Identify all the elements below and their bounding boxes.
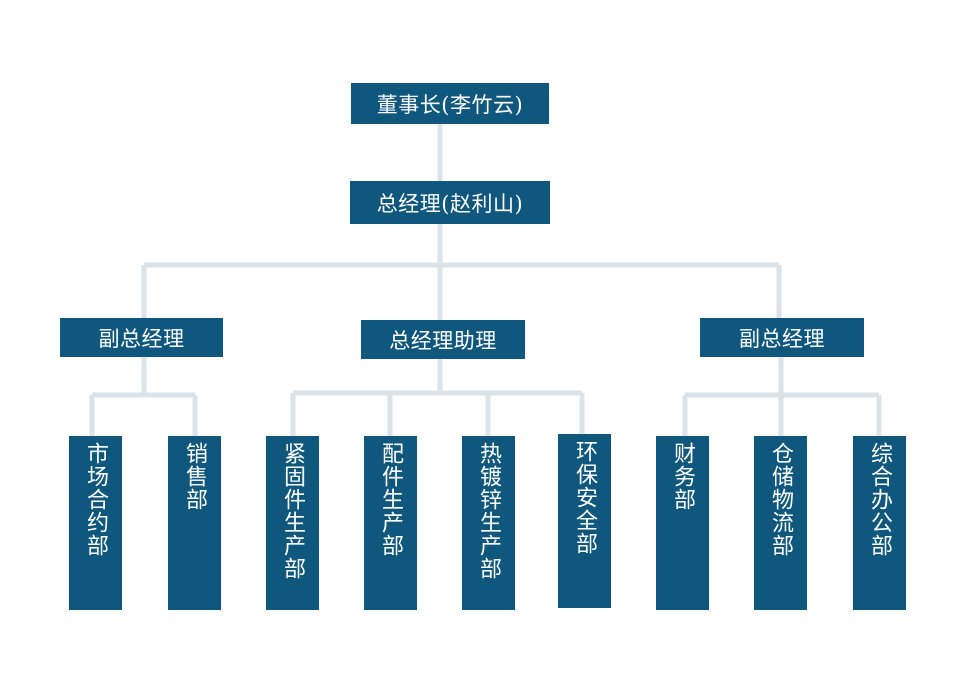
dept-general-office-box: 综合办公部 [853,436,906,610]
dept-fastener-production-label: 紧固件生产部 [280,442,305,580]
dept-market-contract-box: 市场合约部 [69,436,122,610]
vice-gm-right-box: 副总经理 [700,318,864,357]
dept-warehouse-logistics-box: 仓储物流部 [754,436,807,610]
dept-market-contract-label: 市场合约部 [83,442,108,557]
dept-fastener-production-box: 紧固件生产部 [266,436,319,610]
vice-gm-left-box: 副总经理 [60,318,223,357]
dept-sales-label: 销售部 [182,442,207,511]
dept-galvanizing-production-box: 热镀锌生产部 [462,436,515,610]
dept-galvanizing-production-label: 热镀锌生产部 [476,442,501,580]
general-manager-label: 总经理(赵利山) [376,191,524,216]
dept-sales-box: 销售部 [168,436,221,610]
general-manager-box: 总经理(赵利山) [350,181,550,224]
dept-finance-label: 财务部 [670,442,695,511]
dept-warehouse-logistics-label: 仓储物流部 [768,442,793,557]
gm-assistant-label: 总经理助理 [389,328,497,353]
vice-gm-left-label: 副总经理 [98,326,185,351]
vice-gm-right-label: 副总经理 [739,326,825,351]
dept-env-safety-label: 环保安全部 [572,440,597,555]
chairman-box: 董事长(李竹云) [351,83,549,124]
dept-env-safety-box: 环保安全部 [558,434,611,608]
dept-general-office-label: 综合办公部 [867,442,892,557]
dept-parts-production-label: 配件生产部 [378,442,403,557]
dept-finance-box: 财务部 [656,436,709,610]
dept-parts-production-box: 配件生产部 [364,436,417,610]
gm-assistant-box: 总经理助理 [361,320,525,359]
chairman-label: 董事长(李竹云) [376,92,524,117]
